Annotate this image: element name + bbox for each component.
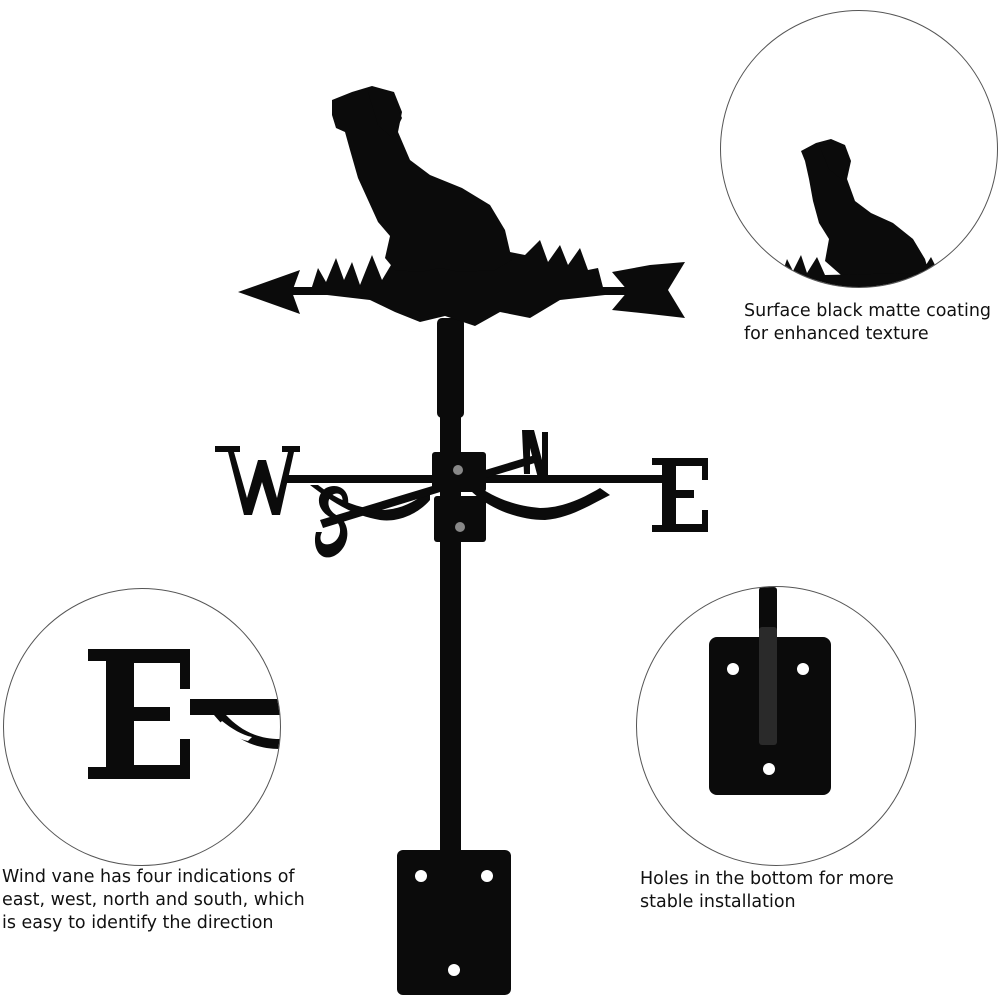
grass-base — [310, 240, 605, 326]
letter-w — [215, 446, 300, 515]
plate-hole — [448, 964, 460, 976]
north-south-bar — [320, 455, 538, 528]
plate-hole — [415, 870, 427, 882]
caption-holes: Holes in the bottom for more stable inst… — [640, 869, 894, 912]
dog-closeup-silhouette — [801, 139, 929, 277]
arrow-tail — [612, 262, 685, 318]
arrow-head — [238, 270, 300, 314]
pole-upper-collar — [437, 318, 464, 418]
zoom-circle-east-letter — [3, 588, 281, 866]
east-bar-closeup — [190, 699, 280, 715]
letter-s — [314, 485, 349, 558]
grass-closeup — [781, 255, 953, 287]
hub-lower — [434, 496, 486, 542]
dog-silhouette — [332, 86, 512, 272]
zoom-circle-dog — [720, 10, 998, 288]
letter-e — [652, 458, 708, 532]
zoom-circle-mounting-plate — [636, 586, 916, 866]
letter-n — [522, 430, 548, 478]
plate-hole-closeup — [763, 763, 775, 775]
caption-coating: Surface black matte coating for enhanced… — [744, 301, 992, 344]
east-letter-closeup — [88, 649, 190, 779]
mounting-plate — [397, 850, 511, 995]
plate-hole — [481, 870, 493, 882]
caption-directions: Wind vane has four indications of east, … — [2, 867, 305, 933]
plate-hole-closeup — [727, 663, 739, 675]
plate-hole-closeup — [797, 663, 809, 675]
